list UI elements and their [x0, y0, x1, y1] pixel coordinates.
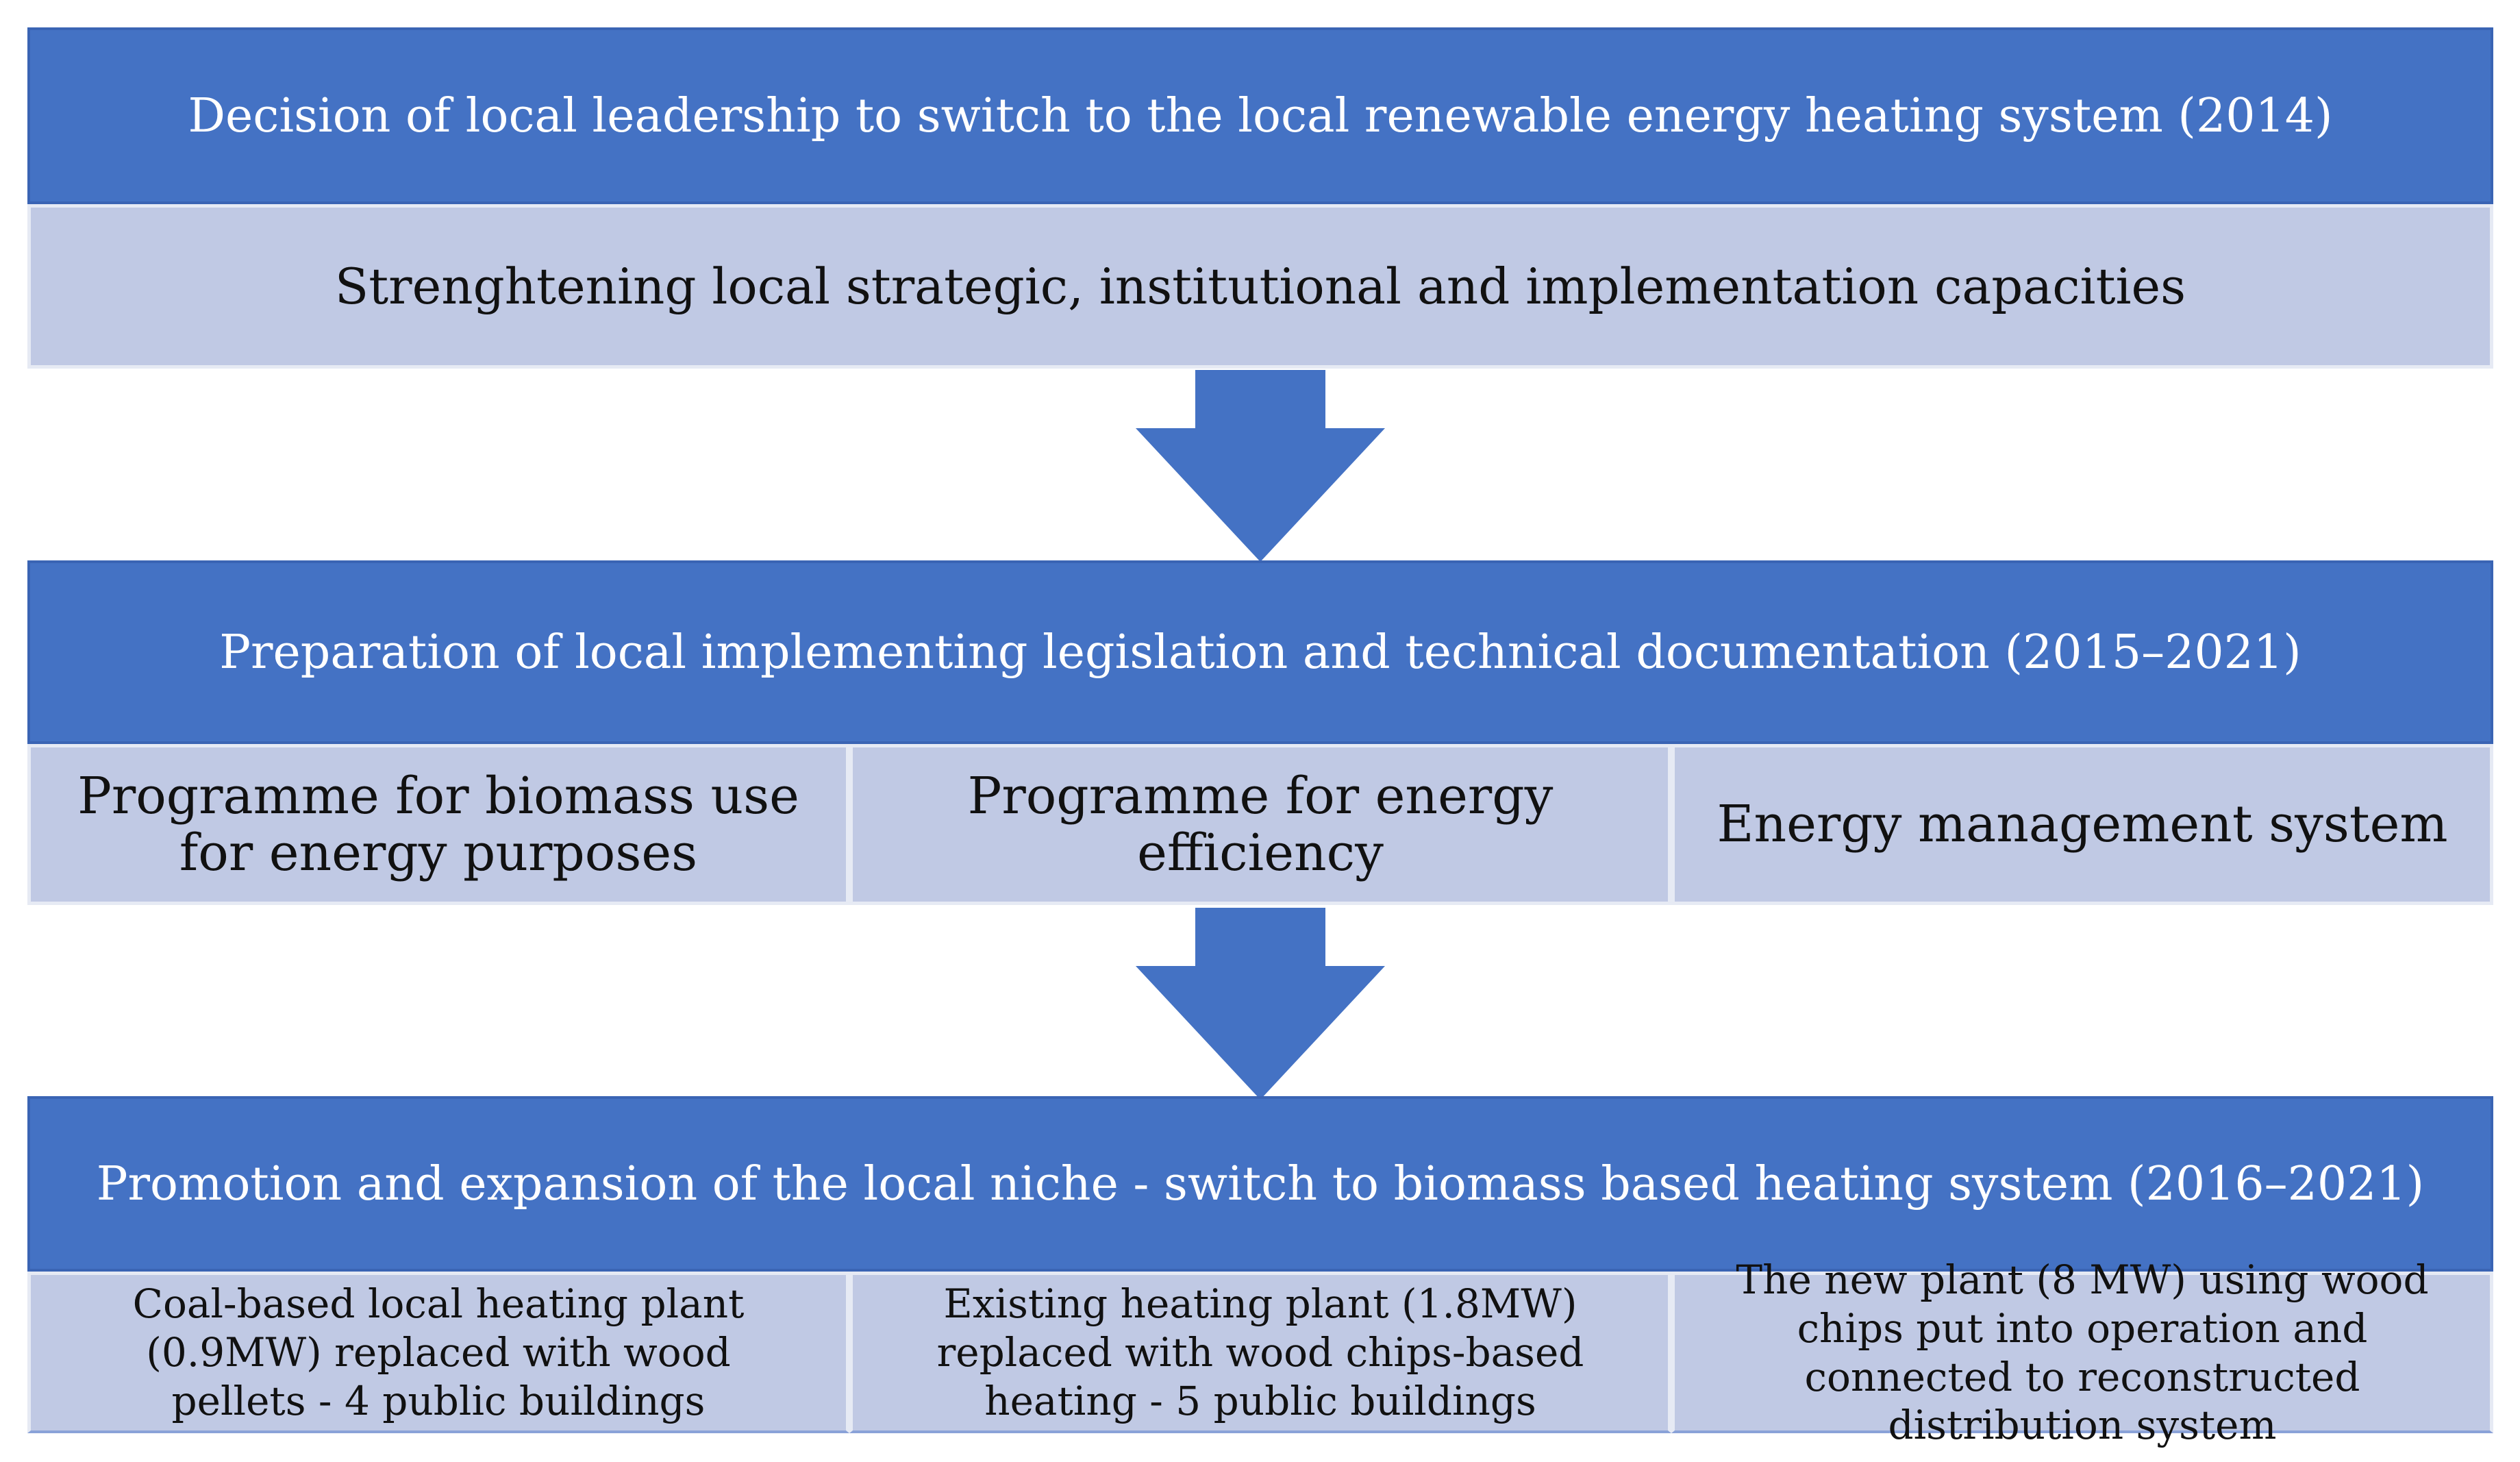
stage1-header-text: Decision of local leadership to switch t… [188, 88, 2333, 143]
stage2-item-energy-management: Energy management system [1671, 744, 2493, 905]
stage3-item-coal-plant: Coal-based local heating plant (0.9MW) r… [27, 1272, 849, 1433]
stage2-header-text: Preparation of local implementing legisl… [219, 625, 2301, 680]
stage2-header: Preparation of local implementing legisl… [27, 560, 2493, 744]
stage1-header: Decision of local leadership to switch t… [27, 27, 2493, 204]
stage1-sub-text: Strenghtening local strategic, instituti… [334, 258, 2186, 315]
down-arrow-2-shape [1136, 908, 1385, 1100]
stage3-item-text: Existing heating plant (1.8MW) replaced … [936, 1280, 1584, 1424]
stage3-item-existing-plant: Existing heating plant (1.8MW) replaced … [849, 1272, 1671, 1433]
stage3-item-text: The new plant (8 MW) using wood chips pu… [1736, 1256, 2429, 1449]
stage3-header: Promotion and expansion of the local nic… [27, 1096, 2493, 1272]
stage1-sub: Strenghtening local strategic, instituti… [27, 204, 2493, 369]
down-arrow-1-shape [1136, 370, 1385, 562]
stage2-item-text: Programme for energy efficiency [967, 766, 1554, 882]
stage2-item-text: Energy management system [1717, 795, 2448, 854]
stage2-item-biomass-programme: Programme for biomass use for energy pur… [27, 744, 849, 905]
down-arrow-1 [1136, 370, 1385, 562]
stage3-item-text: Coal-based local heating plant (0.9MW) r… [132, 1280, 745, 1424]
stage2-item-energy-efficiency: Programme for energy efficiency [849, 744, 1671, 905]
down-arrow-2 [1136, 908, 1385, 1100]
stage2-item-text: Programme for biomass use for energy pur… [77, 766, 799, 882]
stage3-header-text: Promotion and expansion of the local nic… [96, 1156, 2425, 1211]
stage3-item-new-plant: The new plant (8 MW) using wood chips pu… [1671, 1256, 2493, 1448]
